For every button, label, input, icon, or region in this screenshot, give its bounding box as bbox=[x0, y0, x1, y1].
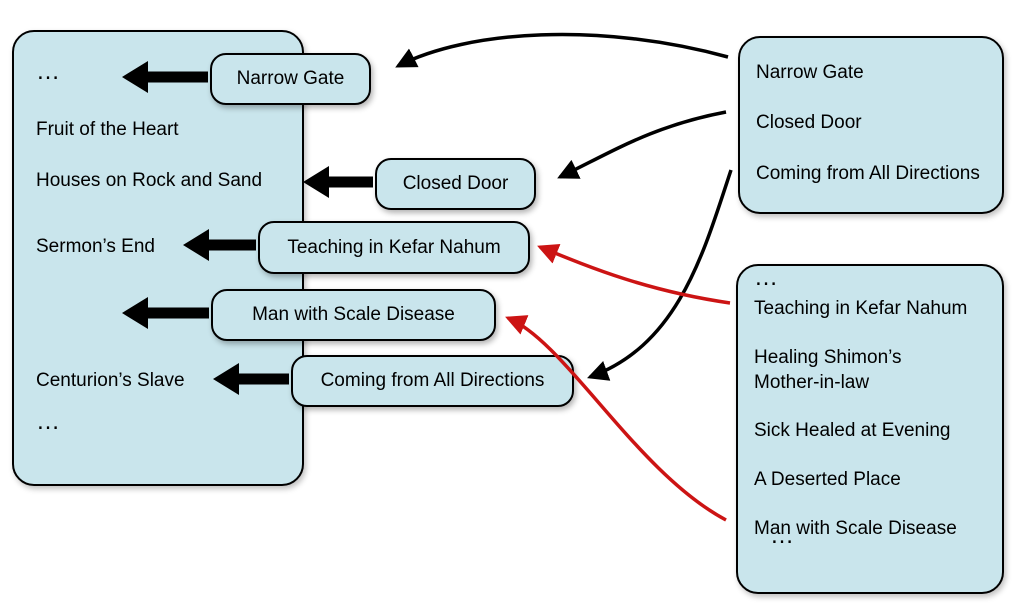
right-bottom-item-healing-shimons-mother-in-law: Healing Shimon’s Mother-in-law bbox=[754, 347, 902, 393]
box-coming-label: Coming from All Directions bbox=[320, 370, 545, 391]
box-narrow-gate: Narrow Gate bbox=[210, 53, 371, 105]
box-coming-from-all-directions: Coming from All Directions bbox=[291, 355, 574, 407]
curve-teaching-in-kefar-nahum bbox=[537, 244, 731, 305]
right-bottom-item-man-with-scale-disease: Man with Scale Disease bbox=[754, 518, 957, 539]
right-bottom-ellipsis-top: … bbox=[754, 264, 780, 291]
curve-man-with-scale-disease bbox=[505, 315, 727, 522]
box-teaching-label: Teaching in Kefar Nahum bbox=[287, 236, 501, 258]
right-bottom-item-sick-healed-at-evening: Sick Healed at Evening bbox=[754, 420, 951, 441]
right-bottom-item-a-deserted-place: A Deserted Place bbox=[754, 469, 901, 490]
left-panel-ellipsis-bottom: … bbox=[36, 408, 62, 435]
left-panel-item-houses-on-rock-and-sand: Houses on Rock and Sand bbox=[36, 170, 263, 191]
left-panel-ellipsis-top: … bbox=[36, 58, 62, 85]
right-top-item-narrow-gate: Narrow Gate bbox=[756, 62, 864, 83]
box-scale-disease-label: Man with Scale Disease bbox=[252, 304, 455, 325]
box-narrow-gate-label: Narrow Gate bbox=[236, 68, 345, 89]
right-top-item-closed-door: Closed Door bbox=[756, 112, 862, 133]
left-panel-item-sermons-end: Sermon’s End bbox=[36, 236, 155, 257]
box-teaching-in-kefar-nahum: Teaching in Kefar Nahum bbox=[258, 221, 530, 274]
right-top-item-coming-from-all-directions: Coming from All Directions bbox=[756, 163, 980, 184]
block-arrow-closed-door bbox=[303, 166, 373, 198]
curve-narrow-gate bbox=[395, 32, 729, 68]
box-closed-door: Closed Door bbox=[375, 158, 536, 210]
right-bottom-ellipsis-bottom: … bbox=[770, 522, 796, 549]
curve-closed-door bbox=[557, 110, 727, 179]
right-bottom-text-panel: … Teaching in Kefar Nahum Healing Shimon… bbox=[736, 264, 1004, 594]
right-bottom-item-teaching-in-kefar-nahum: Teaching in Kefar Nahum bbox=[754, 298, 968, 319]
left-panel-item-centurions-slave: Centurion’s Slave bbox=[36, 370, 185, 391]
right-top-text-panel: Narrow Gate Closed Door Coming from All … bbox=[738, 36, 1004, 214]
box-man-with-scale-disease: Man with Scale Disease bbox=[211, 289, 496, 341]
left-panel-item-fruit-of-the-heart: Fruit of the Heart bbox=[36, 119, 179, 140]
curve-coming-from-all-directions bbox=[587, 169, 733, 381]
box-closed-door-label: Closed Door bbox=[402, 173, 509, 194]
